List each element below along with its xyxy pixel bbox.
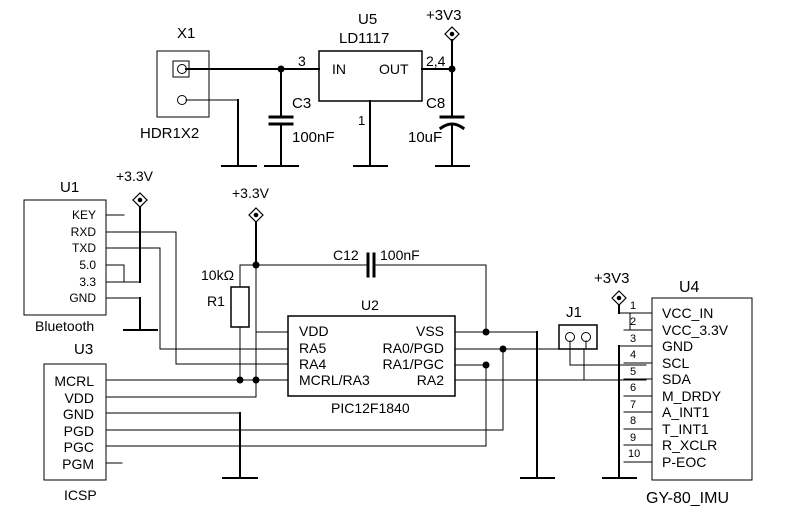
u3-pin-gnd: GND [63,406,94,422]
u4-value: GY-80_IMU [646,490,729,507]
u3-pin-vdd: VDD [64,390,94,406]
u4-pin-num-5: 5 [630,366,636,378]
u4-pin-vcc-33: VCC_3.3V [662,322,729,338]
u4-pin-num-9: 9 [630,432,636,444]
u3-ref: U3 [74,341,93,358]
u4-pin-gnd: GND [662,338,693,354]
u1-pin-gnd: GND [69,291,96,305]
x1-value: HDR1X2 [140,125,199,142]
u5-ref: U5 [358,11,377,28]
u5-regulator: U5 LD1117 IN OUT 3 2,4 1 [298,11,446,128]
u2-pin-ra0: RA0/PGD [383,340,444,356]
u5-out-label: OUT [379,61,409,77]
r1-value: 10kΩ [201,267,234,283]
u4-pin-num-3: 3 [630,333,636,345]
u2-pin-ra1: RA1/PGC [383,356,444,372]
u1-bluetooth-module: U1 Bluetooth KEY RXD TXD 5.0 3.3 GND [23,179,107,334]
pwr-u1-label: +3.3V [116,168,154,184]
u4-pin-mdrdy: M_DRDY [662,388,722,404]
u1-pin-3v3: 3.3 [79,275,96,289]
u3-pin-pgd: PGD [64,423,94,439]
c8-value: 10uF [408,129,442,146]
u4-pin-rxclr: R_XCLR [662,437,717,453]
u2-pin-mcrl: MCRL/RA3 [299,372,370,388]
r1-ref: R1 [207,293,225,309]
c8-ref: C8 [426,95,445,112]
u4-pin-tint1: T_INT1 [662,421,709,437]
u4-pin-vcc-in: VCC_IN [662,305,713,321]
u2-value: PIC12F1840 [331,400,410,416]
c12-ref: C12 [333,247,359,263]
u5-pin-in: 3 [298,53,306,69]
u4-pin-num-1: 1 [630,300,636,312]
u5-value: LD1117 [339,30,389,47]
power-symbol-u4: +3V3 [594,270,629,314]
u2-pin-ra2: RA2 [417,372,444,388]
r1-resistor: 10kΩ R1 [201,264,250,381]
c8-capacitor: C8 10uF [408,68,470,167]
u4-pin-num-10: 10 [628,448,640,460]
j1-jumper: J1 [558,304,598,350]
j1-ref: J1 [566,304,582,321]
u4-pin-num-6: 6 [630,382,636,394]
pwr-u4-label: +3V3 [594,270,629,287]
u3-pin-pgm: PGM [62,456,94,472]
u4-imu-module: U4 GY-80_IMU 1 2 3 4 5 6 7 8 9 10 VCC_IN… [628,279,753,507]
u4-pin-num-2: 2 [630,316,636,328]
u4-pin-num-8: 8 [630,415,636,427]
u4-pin-scl: SCL [662,355,689,371]
u1-pin-key: KEY [72,208,96,222]
c12-capacitor: C12 100nF [333,247,420,278]
c3-value: 100nF [292,129,335,146]
pwr-top-label: +3V3 [426,7,461,24]
u4-ref: U4 [679,279,700,296]
u4-pin-num-4: 4 [630,349,636,361]
u1-pin-rxd: RXD [71,225,97,239]
u1-name: Bluetooth [35,318,94,334]
u2-pin-ra5: RA5 [299,340,326,356]
u2-ref: U2 [361,297,379,313]
power-symbol-u1: +3.3V [116,168,154,283]
pwr-r1-label: +3.3V [232,185,270,201]
c3-ref: C3 [292,95,311,112]
u3-icsp-header: U3 ICSP MCRL VDD GND PGD PGC PGM [43,341,107,503]
u5-pin-out: 2,4 [426,53,446,69]
u1-pin-5v: 5.0 [79,258,96,272]
u5-in-label: IN [332,61,346,77]
power-symbol-top: +3V3 [426,7,461,70]
u1-ref: U1 [60,179,79,196]
x1-header: X1 HDR1X2 [140,25,210,142]
u2-microcontroller: U2 PIC12F1840 VDD RA5 RA4 MCRL/RA3 VSS R… [287,297,456,416]
u2-pin-vss: VSS [416,323,444,339]
u3-pin-mcrl: MCRL [54,373,94,389]
u2-pin-ra4: RA4 [299,356,326,372]
c3-capacitor: C3 100nF [264,68,335,167]
u4-pin-sda: SDA [662,371,691,387]
u4-pin-num-7: 7 [630,399,636,411]
u1-pin-txd: TXD [72,241,96,255]
u5-pin-gnd: 1 [358,113,365,128]
u3-pin-pgc: PGC [64,439,94,455]
u4-pin-peoc: P-EOC [662,454,706,470]
u3-name: ICSP [64,487,97,503]
power-symbol-r1: +3.3V [232,185,270,266]
u2-pin-vdd: VDD [299,323,329,339]
c12-value: 100nF [380,247,420,263]
x1-ref: X1 [177,25,195,42]
u4-pin-aint1: A_INT1 [662,404,710,420]
